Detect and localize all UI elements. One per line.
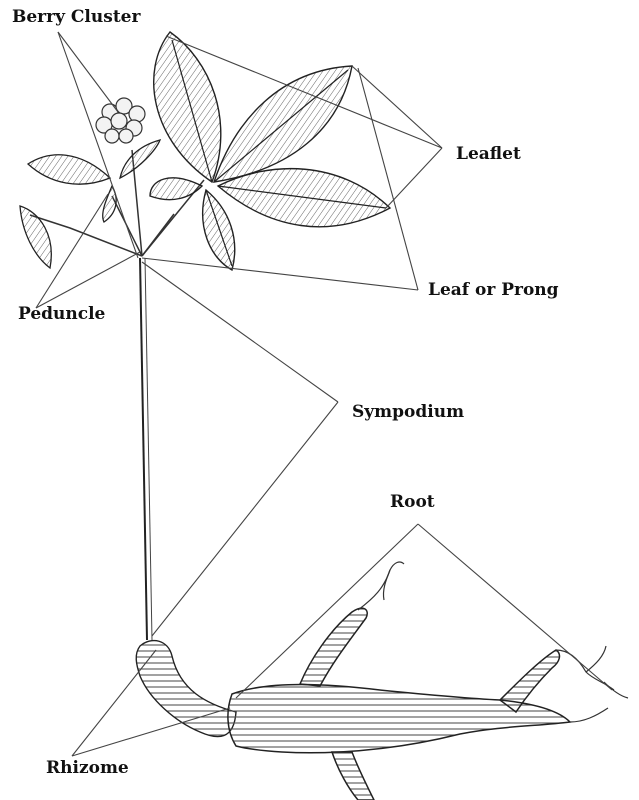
label-root: Root [390, 494, 435, 511]
sympodium-leader-2 [152, 402, 338, 636]
plant-illustration [20, 32, 628, 800]
label-sympodium: Sympodium [352, 404, 464, 421]
leaflet-leader-2 [352, 66, 442, 148]
rhizome-leader [72, 650, 156, 756]
label-peduncle: Peduncle [18, 306, 105, 323]
label-leaflet: Leaflet [456, 146, 521, 163]
label-berry-cluster: Berry Cluster [12, 9, 140, 26]
root-drawing [228, 608, 570, 800]
label-leaf-or-prong: Leaf or Prong [428, 282, 559, 299]
leaflet-leader-3 [386, 148, 442, 208]
berry-cluster-drawing [96, 98, 145, 143]
root-leader-2 [418, 524, 612, 690]
berry-cluster-leader [58, 32, 138, 258]
rhizome-drawing [136, 641, 236, 737]
sympodium-leader [142, 262, 338, 402]
berry-cluster-leader-2 [58, 32, 118, 112]
label-rhizome: Rhizome [46, 760, 129, 777]
leaf-or-prong-leader-2 [142, 258, 418, 290]
leaf-or-prong-leader [358, 68, 418, 290]
